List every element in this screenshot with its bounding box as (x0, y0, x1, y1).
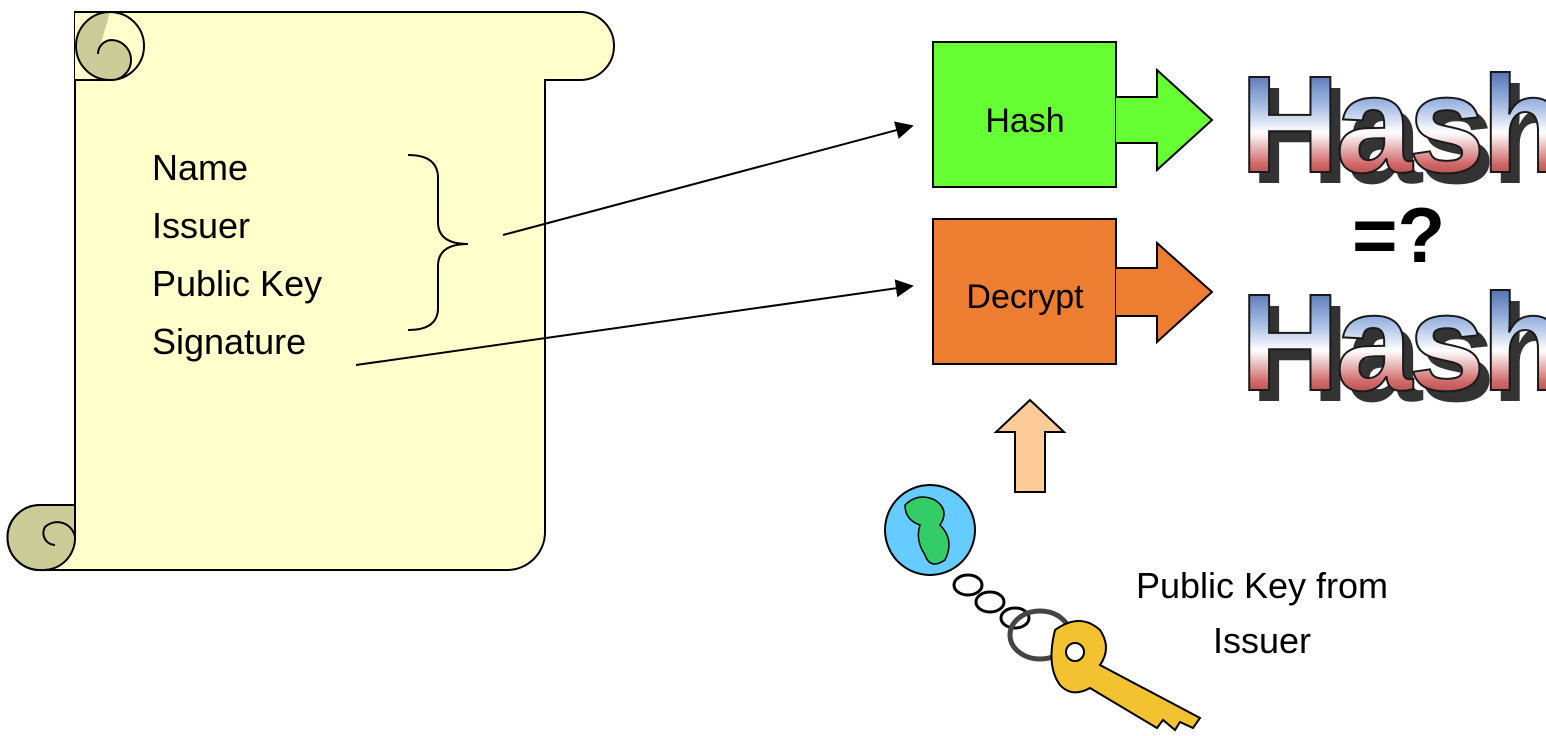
key-caption-line1: Public Key from (1136, 565, 1388, 606)
hash-process: Hash (932, 41, 1214, 188)
globe-land (904, 496, 950, 565)
scroll-top-curl (75, 11, 133, 82)
keychain-link-2 (974, 590, 1006, 614)
field-issuer: Issuer (152, 205, 250, 246)
hash-result-top-shadow: Hash (1250, 59, 1546, 213)
comparison-symbol: =? (1352, 191, 1445, 279)
field-name: Name (152, 147, 248, 188)
keychain-link-1 (952, 573, 984, 597)
hash-box (932, 41, 1117, 188)
keychain-link-3 (999, 606, 1031, 630)
certificate-scroll: Name Issuer Public Key Signature (6, 11, 615, 572)
hash-result-top: Hash Hash (1239, 47, 1546, 213)
hash-box-label: Hash (985, 102, 1064, 140)
fields-brace (407, 154, 469, 331)
key-to-decrypt-arrow (993, 398, 1067, 493)
key-icon (1050, 620, 1202, 732)
key-caption-line2: Issuer (1213, 620, 1311, 661)
hash-output-arrow (1116, 67, 1214, 173)
decrypt-box (932, 218, 1117, 365)
hash-result-bottom-text: Hash (1240, 266, 1546, 420)
scroll-bottom-curl (6, 504, 77, 572)
decrypt-box-label: Decrypt (966, 278, 1084, 316)
decrypt-process: Decrypt (932, 218, 1214, 365)
decrypt-output-arrow (1116, 240, 1214, 345)
key-hole (1065, 642, 1085, 662)
field-signature: Signature (152, 321, 306, 362)
hash-result-bottom-shadow: Hash (1250, 277, 1546, 431)
signature-to-decrypt-arrow (355, 279, 914, 366)
fields-to-hash-arrow (502, 121, 914, 236)
hash-result-bottom: Hash Hash (1239, 265, 1546, 431)
scroll-bottom-curl-inner (42, 521, 76, 546)
field-public-key: Public Key (152, 263, 322, 304)
public-key-keychain (884, 484, 1202, 732)
hash-result-top-text: Hash (1240, 48, 1546, 202)
